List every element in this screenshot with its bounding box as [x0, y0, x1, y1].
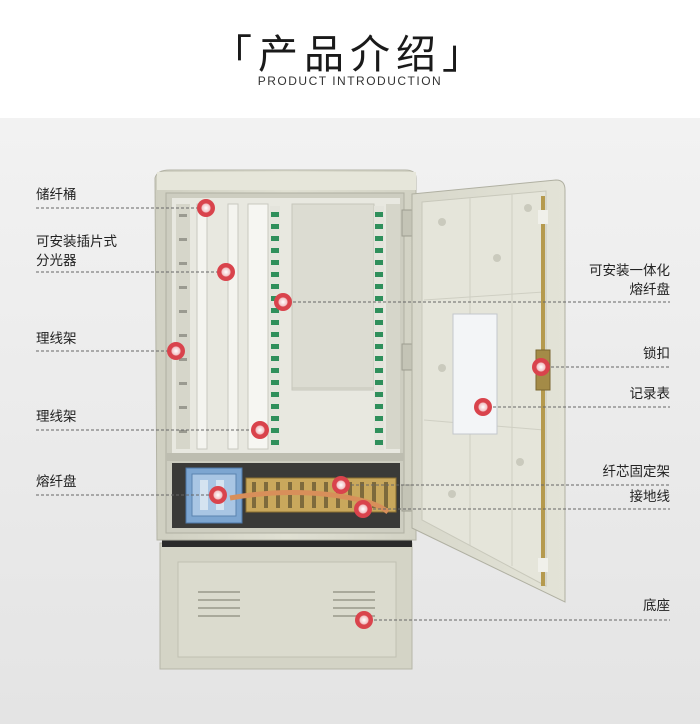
page-title: 「产品介绍」 [212, 32, 488, 78]
marker-cable-rack-2 [251, 421, 269, 439]
label-cable-rack-2: 理线架 [36, 409, 77, 425]
lock-rod [541, 196, 545, 586]
left-vent [198, 591, 240, 617]
marker-splice-tray [209, 486, 227, 504]
leader-lines [36, 207, 670, 621]
marker-record-sheet [474, 398, 492, 416]
open-door [411, 179, 566, 603]
label-cable-rack-1: 理线架 [36, 331, 77, 347]
label-record-sheet: 记录表 [629, 386, 671, 402]
label-splitter: 可安装插片式 分光器 [36, 234, 117, 269]
header: 「产品介绍」 PRODUCT INTRODUCTION [0, 0, 700, 118]
label-base: 底座 [643, 598, 670, 614]
marker-ground-wire [354, 500, 372, 518]
label-splice-tray: 熔纤盘 [36, 474, 77, 490]
label-fiber-fixing-rack: 纤芯固定架 [602, 464, 671, 480]
callout-markers [167, 199, 550, 629]
cabinet-base [159, 542, 413, 670]
marker-splitter [217, 263, 235, 281]
cabinet-photo [0, 118, 700, 724]
record-sheet [452, 313, 498, 435]
marker-lock [532, 358, 550, 376]
cabinet-body [154, 169, 417, 541]
label-lock: 锁扣 [643, 346, 670, 362]
marker-cable-rack-1 [167, 342, 185, 360]
marker-fiber-fixing-rack [332, 476, 350, 494]
right-vent [333, 591, 375, 617]
adapter-strip-left [270, 206, 280, 450]
label-storage-tube: 储纤桶 [36, 187, 77, 203]
label-ground-wire: 接地线 [629, 489, 671, 505]
marker-integrated-tray [274, 293, 292, 311]
label-integrated-tray: 可安装一体化 熔纤盘 [589, 263, 670, 298]
adapter-strip-right [374, 206, 384, 450]
page-subtitle: PRODUCT INTRODUCTION [257, 74, 443, 88]
fiber-fixing-rack [229, 477, 397, 514]
seal-strip [162, 537, 412, 547]
marker-storage-tube [197, 199, 215, 217]
marker-base [355, 611, 373, 629]
